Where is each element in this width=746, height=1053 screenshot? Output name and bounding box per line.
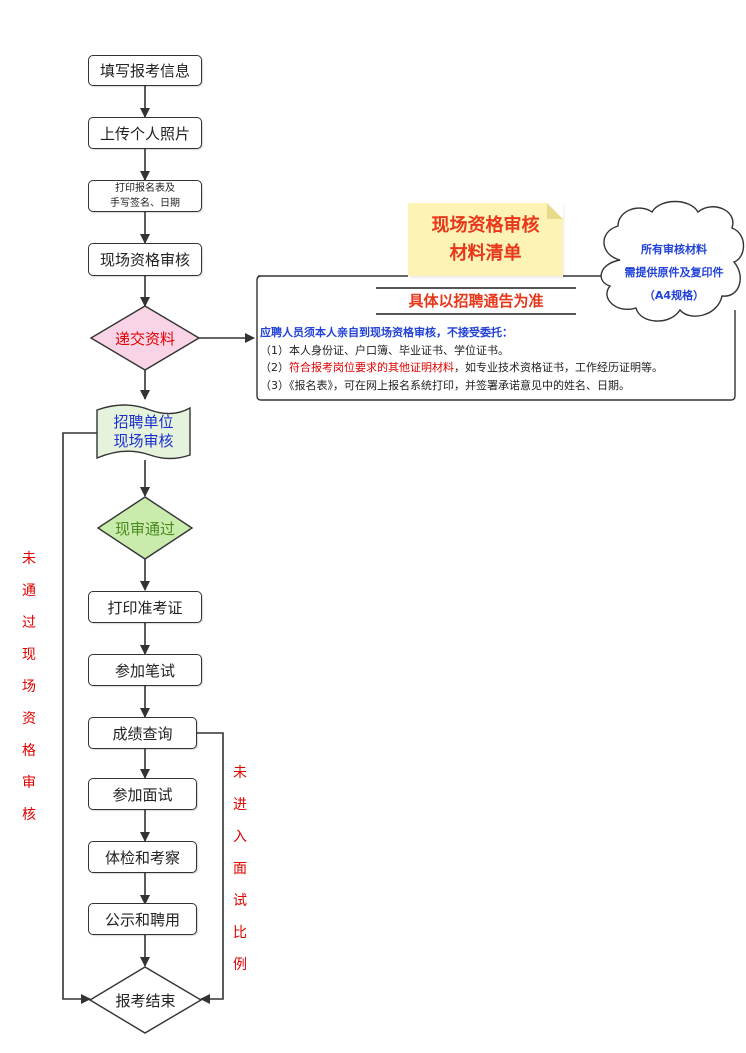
physical-exam-box: 体检和考察 [88, 841, 197, 873]
onsite-review-label: 现场资格审核 [99, 251, 190, 269]
note-subtitle: 具体以招聘通告为准 [408, 292, 544, 310]
upload-photo-box: 上传个人照片 [88, 117, 202, 149]
employer-review-shape [96, 404, 191, 460]
note-item-2: （2）符合报考岗位要求的其他证明材料，如专业技术资格证书，工作经历证明等。 [260, 359, 663, 377]
side-char: 审 [22, 775, 36, 791]
failed-review-side-label: 未 通 过 现 场 资 格 审 核 [22, 543, 36, 831]
note-item-1: （1）本人身份证、户口簿、毕业证书、学位证书。 [260, 343, 509, 357]
cloud-shape [600, 200, 745, 322]
side-char: 场 [22, 679, 36, 695]
not-interview-side-label: 未 进 入 面 试 比 例 [233, 757, 247, 981]
print-admission-label: 打印准考证 [107, 598, 183, 617]
employer-review-line1: 招聘单位 [113, 413, 174, 431]
side-char: 资 [22, 711, 36, 727]
subtitle-rule-top [376, 287, 576, 289]
publicity-hiring-box: 公示和聘用 [88, 903, 197, 935]
note-item-2-prefix: （2） [260, 361, 289, 374]
note-lead: 应聘人员须本人亲自到现场资格审核，不接受委托： [260, 326, 513, 339]
submit-diamond [89, 305, 201, 371]
print-form-line1: 打印报名表及 [115, 183, 175, 194]
review-passed-label: 现审通过 [114, 519, 175, 538]
materials-list-sticky: 现场资格审核 材料清单 [408, 203, 563, 276]
passed-diamond [96, 496, 194, 560]
cloud-line1: 所有审核材料 [641, 243, 707, 256]
written-exam-box: 参加笔试 [88, 654, 202, 686]
note-item-3: （3）《报名表》，可在网上报名系统打印，并签署承诺意见中的姓名、日期。 [260, 378, 630, 392]
fill-info-label: 填写报考信息 [99, 62, 190, 80]
cloud-callout: 所有审核材料 需提供原件及复印件 （A4规格） [604, 238, 744, 307]
arrow-not-interview [197, 732, 224, 1004]
cloud-line3: （A4规格） [643, 289, 705, 302]
side-char: 核 [22, 807, 36, 823]
print-admission-box: 打印准考证 [88, 591, 202, 623]
publicity-hiring-label: 公示和聘用 [104, 910, 180, 929]
side-char: 未 [233, 765, 247, 781]
note-body: 应聘人员须本人亲自到现场资格审核，不接受委托： （1）本人身份证、户口簿、毕业证… [260, 324, 663, 394]
side-char: 进 [233, 797, 247, 813]
sticky-line2: 材料清单 [449, 242, 522, 264]
sticky-line1: 现场资格审核 [431, 214, 540, 236]
written-exam-label: 参加笔试 [114, 661, 175, 680]
employer-review-label: 招聘单位 现场审核 [97, 412, 190, 452]
cloud-line2: 需提供原件及复印件 [624, 266, 724, 279]
onsite-review-box: 现场资格审核 [88, 243, 202, 276]
side-char: 入 [233, 829, 247, 845]
end-diamond [88, 966, 203, 1034]
side-char: 试 [233, 893, 247, 909]
submit-materials-label: 递交资料 [114, 329, 175, 348]
fill-info-box: 填写报考信息 [88, 55, 202, 86]
subtitle-rule-bottom [376, 313, 576, 315]
side-char: 面 [233, 861, 247, 877]
physical-exam-label: 体检和考察 [104, 848, 180, 867]
interview-label: 参加面试 [112, 785, 173, 804]
sticky-fold [547, 203, 563, 219]
print-form-box: 打印报名表及 手写签名、日期 [88, 180, 202, 212]
score-query-box: 成绩查询 [88, 717, 197, 749]
interview-box: 参加面试 [88, 778, 197, 810]
side-char: 例 [233, 957, 247, 973]
side-char: 比 [233, 925, 247, 941]
employer-review-line2: 现场审核 [113, 432, 174, 450]
side-char: 未 [22, 551, 36, 567]
side-char: 过 [22, 615, 36, 631]
arrow-failed-review [62, 432, 97, 1004]
side-char: 通 [22, 583, 36, 599]
print-form-line2: 手写签名、日期 [110, 198, 180, 209]
note-item-2-highlight: 符合报考岗位要求的其他证明材料 [289, 361, 454, 374]
score-query-label: 成绩查询 [112, 724, 173, 743]
end-label: 报考结束 [115, 991, 176, 1010]
note-item-2-rest: ，如专业技术资格证书，工作经历证明等。 [454, 361, 663, 374]
upload-photo-label: 上传个人照片 [99, 124, 190, 143]
side-char: 格 [22, 743, 36, 759]
side-char: 现 [22, 647, 36, 663]
